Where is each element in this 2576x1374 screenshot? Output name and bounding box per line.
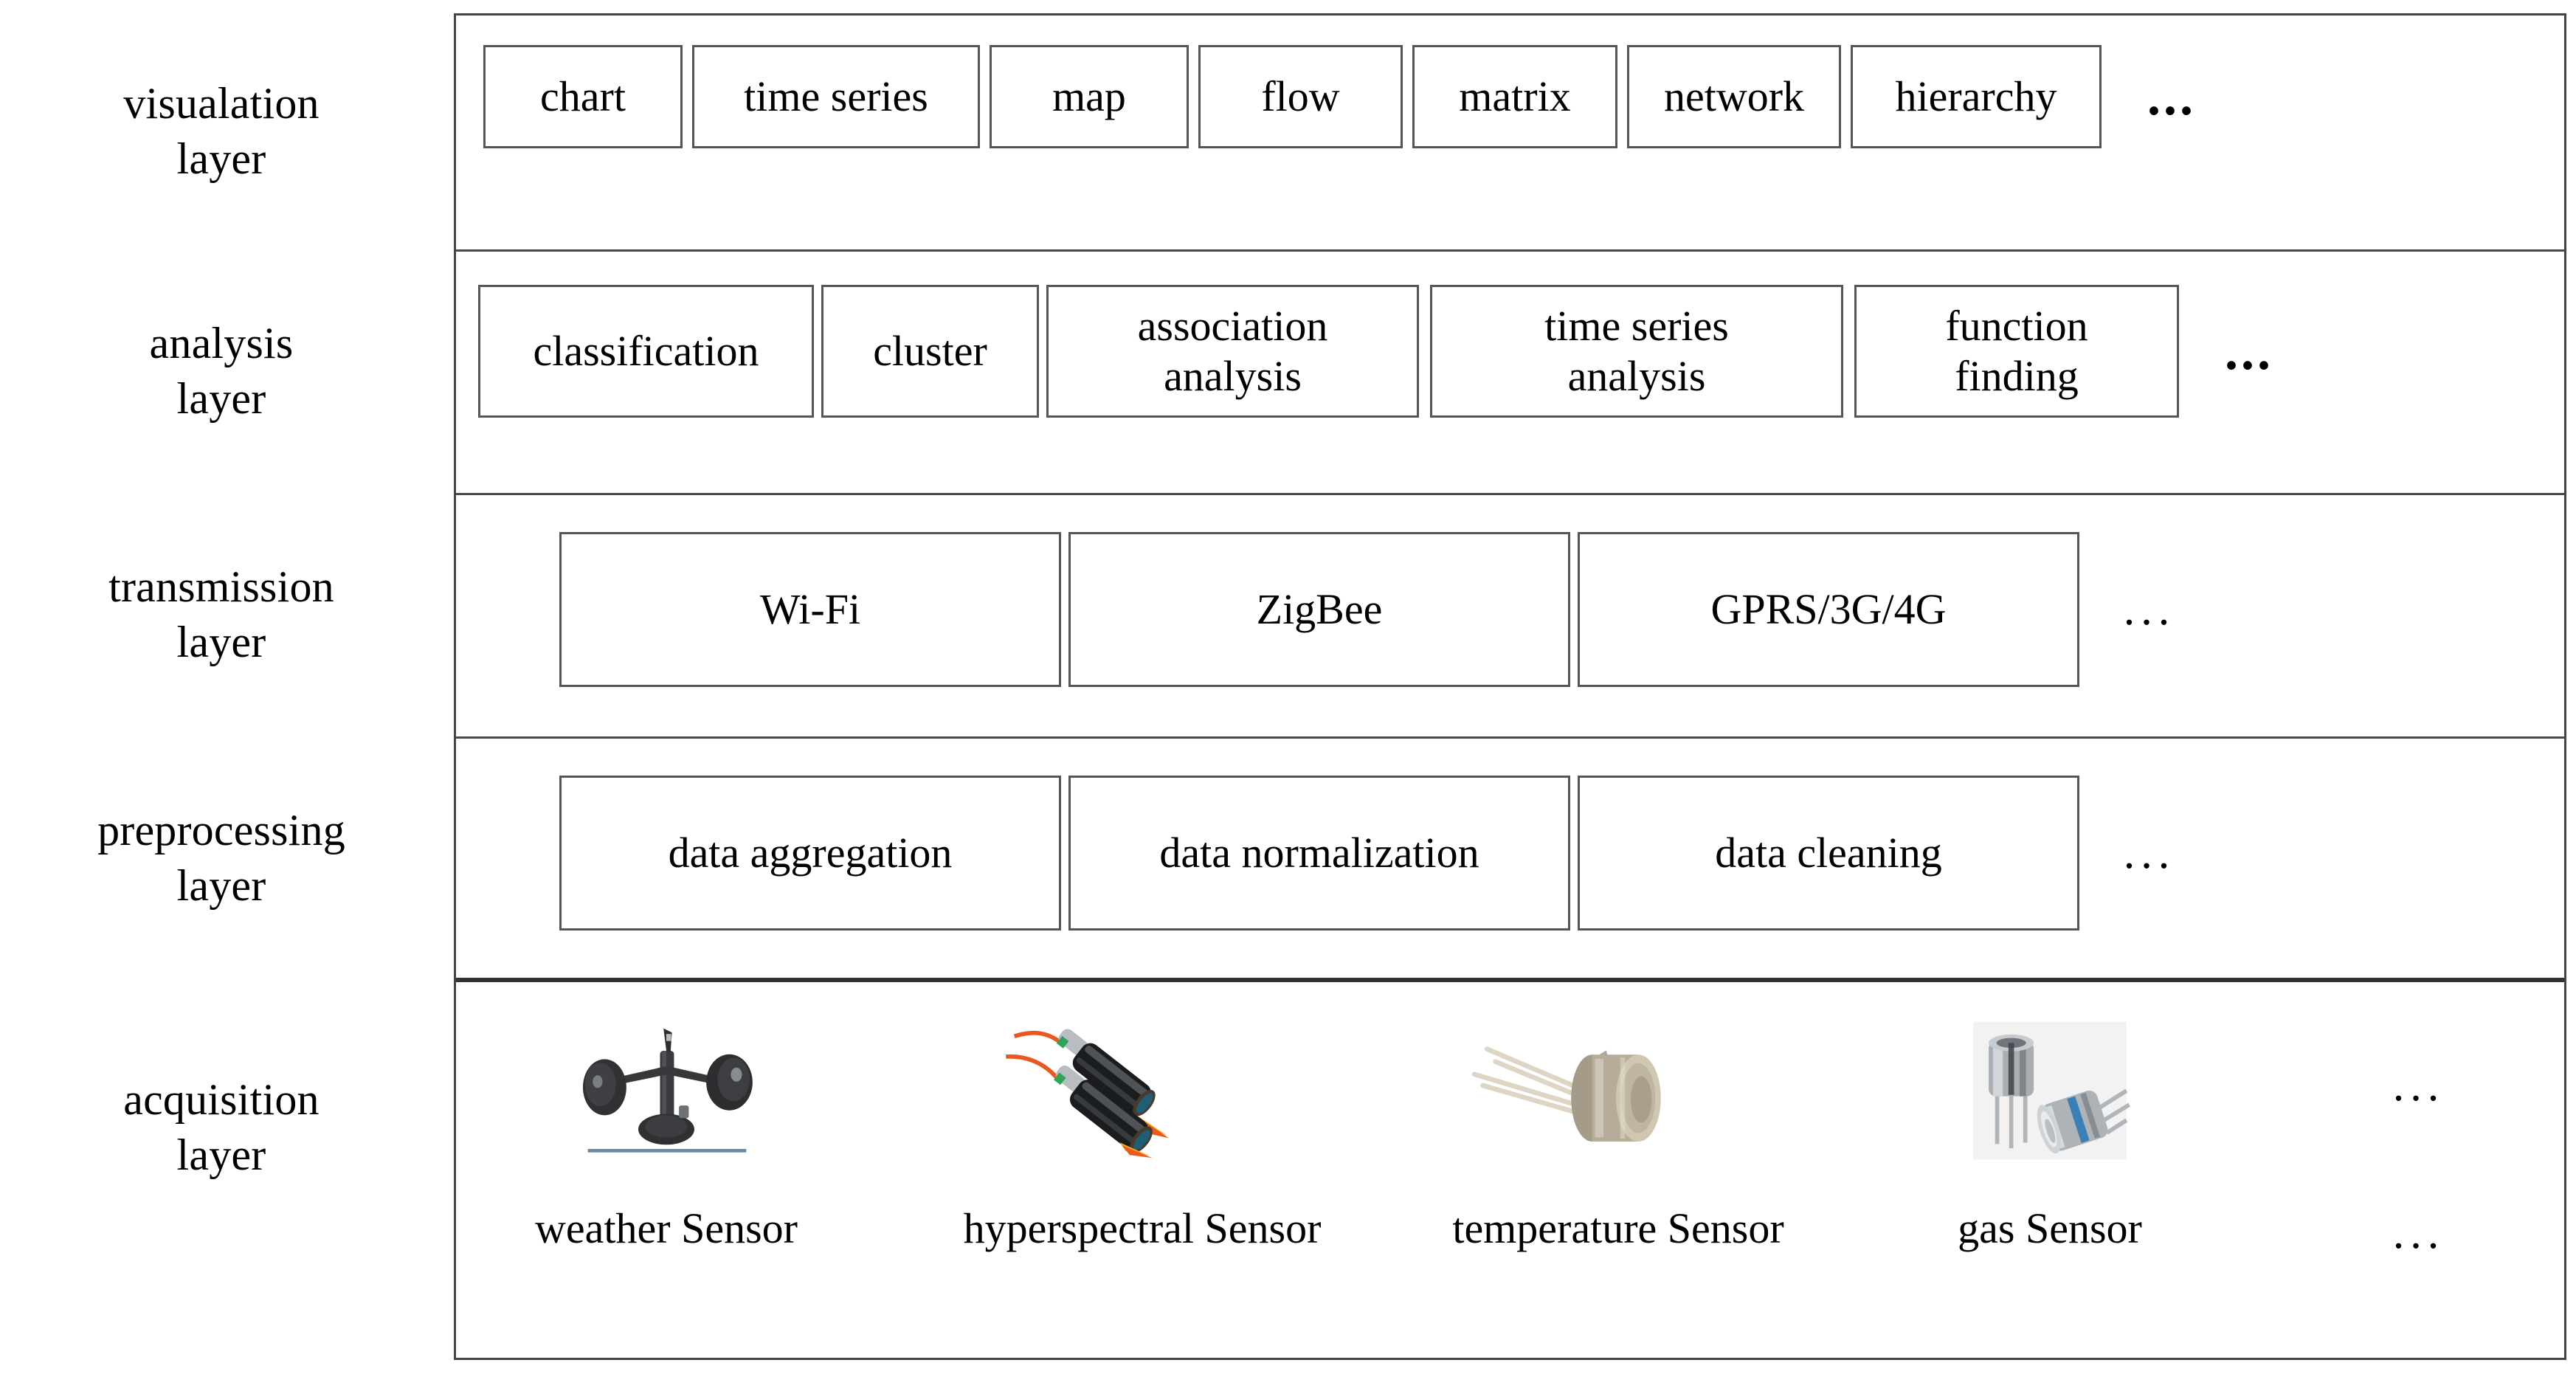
item-label: data normalization (1159, 828, 1479, 877)
item-box-function-finding[interactable]: function finding (1854, 285, 2179, 418)
layer-row-analysis: classification cluster association analy… (456, 252, 2564, 495)
sensor-cell-hyperspectral[interactable] (973, 1012, 1282, 1159)
item-box-data-cleaning[interactable]: data cleaning (1578, 776, 2079, 931)
layer-label-line1: transmission (108, 562, 334, 611)
sensor-cell-temperature[interactable] (1437, 1015, 1733, 1156)
layer-label-acquisition: acquisition layer (0, 980, 443, 1275)
sensor-cell-weather[interactable] (533, 1023, 799, 1163)
layer-stack-container: chart time series map flow matrix networ… (454, 13, 2566, 1360)
item-label: chart (540, 72, 626, 120)
item-box-flow[interactable]: flow (1198, 45, 1403, 148)
layer-label-line2: layer (176, 374, 266, 423)
item-label: ZigBee (1256, 584, 1383, 633)
item-box-data-normalization[interactable]: data normalization (1068, 776, 1570, 931)
layer-label-line2: layer (176, 618, 266, 666)
item-box-classification[interactable]: classification (478, 285, 814, 418)
layer-label-transmission: transmission layer (0, 493, 443, 736)
ellipsis-acquisition-art: ... (2392, 1060, 2445, 1111)
item-label: function finding (1945, 301, 2088, 400)
to-can-temperature-sensor-icon (1437, 1015, 1733, 1156)
item-box-map[interactable]: map (990, 45, 1189, 148)
layer-row-visualation: chart time series map flow matrix networ… (456, 15, 2564, 252)
item-label: association analysis (1137, 301, 1328, 400)
item-box-cluster[interactable]: cluster (821, 285, 1039, 418)
item-label: network (1663, 72, 1805, 120)
item-box-hierarchy[interactable]: hierarchy (1851, 45, 2102, 148)
anemometer-sensor-icon (533, 1023, 799, 1163)
item-label: data cleaning (1715, 828, 1942, 877)
item-label: cluster (873, 326, 987, 375)
item-label: data aggregation (668, 828, 953, 877)
item-box-chart[interactable]: chart (483, 45, 683, 148)
ellipsis-preprocessing: ... (2123, 827, 2176, 878)
layer-row-acquisition: weather Sensor (456, 982, 2564, 1353)
item-label: matrix (1459, 72, 1571, 120)
item-box-time-series-analysis[interactable]: time series analysis (1430, 285, 1843, 418)
item-box-gprs-3g-4g[interactable]: GPRS/3G/4G (1578, 532, 2079, 687)
layer-label-line2: layer (176, 1130, 266, 1179)
layer-row-preprocessing: data aggregation data normalization data… (456, 739, 2564, 982)
sensor-label-gas: gas Sensor (1958, 1204, 2142, 1252)
ellipsis-visualation: ... (2147, 66, 2196, 126)
layer-label-visualation: visualation layer (0, 13, 443, 249)
item-label: classification (533, 326, 759, 375)
ellipsis-analysis: ... (2225, 321, 2273, 381)
item-box-association-analysis[interactable]: association analysis (1046, 285, 1419, 418)
item-label: flow (1261, 72, 1340, 120)
layer-label-line1: acquisition (123, 1075, 320, 1124)
item-box-time-series[interactable]: time series (692, 45, 980, 148)
item-label: Wi-Fi (759, 584, 861, 633)
item-label: time series analysis (1544, 301, 1729, 400)
layer-label-line2: layer (176, 861, 266, 910)
sensor-label-temperature: temperature Sensor (1452, 1204, 1784, 1252)
layer-label-line1: visualation (123, 79, 320, 128)
layer-label-line2: layer (176, 134, 266, 183)
item-box-zigbee[interactable]: ZigBee (1068, 532, 1570, 687)
item-box-wifi[interactable]: Wi-Fi (559, 532, 1061, 687)
item-label: GPRS/3G/4G (1710, 584, 1947, 633)
to-can-gas-sensor-icon (1947, 1018, 2153, 1160)
item-box-matrix[interactable]: matrix (1412, 45, 1617, 148)
item-box-data-aggregation[interactable]: data aggregation (559, 776, 1061, 931)
sensor-cell-gas[interactable] (1947, 1018, 2153, 1160)
layer-label-analysis: analysis layer (0, 249, 443, 493)
sensor-label-weather: weather Sensor (535, 1204, 798, 1252)
item-label: hierarchy (1895, 72, 2057, 120)
item-box-network[interactable]: network (1627, 45, 1841, 148)
sensor-label-hyperspectral: hyperspectral Sensor (963, 1204, 1322, 1252)
layer-row-transmission: Wi-Fi ZigBee GPRS/3G/4G ... (456, 495, 2564, 739)
layer-label-line1: preprocessing (97, 806, 345, 855)
ellipsis-acquisition-label: ... (2392, 1207, 2445, 1258)
ellipsis-transmission: ... (2123, 584, 2176, 635)
layer-label-preprocessing: preprocessing layer (0, 736, 443, 980)
layer-label-line1: analysis (149, 319, 294, 367)
fiber-optic-probe-sensor-icon (973, 1012, 1282, 1159)
item-label: time series (744, 72, 928, 120)
item-label: map (1052, 72, 1126, 120)
